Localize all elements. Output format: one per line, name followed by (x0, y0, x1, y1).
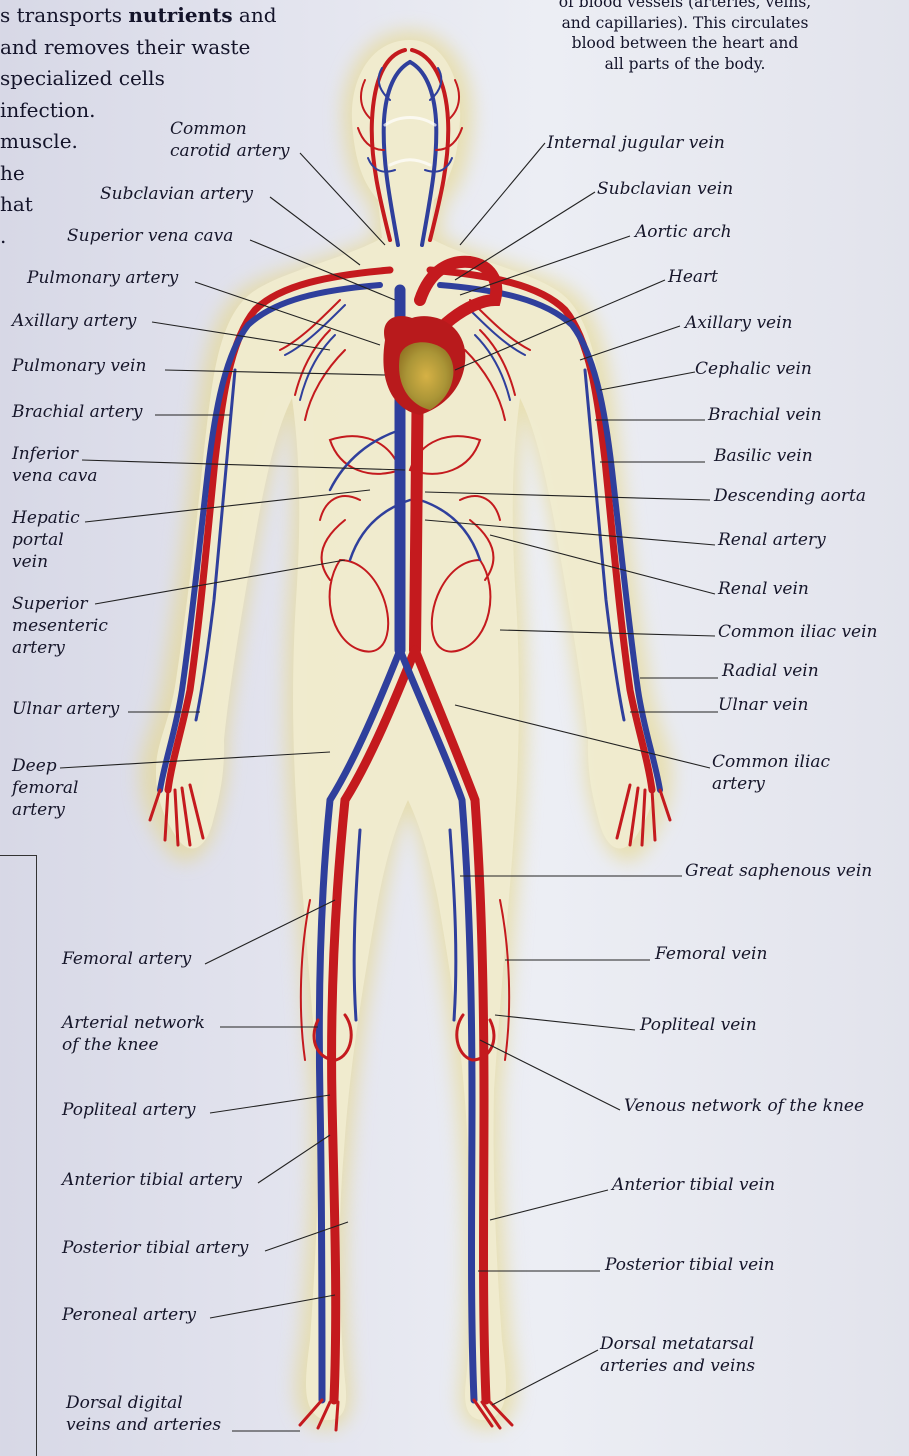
label-basilic-vein: Basilic vein (714, 445, 813, 467)
label-superior-vena-cava: Superior vena cava (67, 225, 233, 247)
label-hepatic-portal-vein: Hepatic portal vein (12, 507, 80, 573)
label-popliteal-artery: Popliteal artery (62, 1099, 196, 1121)
label-renal-vein: Renal vein (718, 578, 809, 600)
intro-bold-word: nutrients (128, 3, 232, 27)
label-heart: Heart (668, 266, 718, 288)
label-great-saphenous-vein: Great saphenous vein (685, 860, 872, 882)
label-common-iliac-artery: Common iliac artery (712, 751, 830, 795)
label-inferior-vena-cava: Inferior vena cava (12, 443, 98, 487)
label-internal-jugular-vein: Internal jugular vein (547, 132, 725, 154)
label-arterial-network-knee: Arterial network of the knee (62, 1012, 205, 1056)
label-axillary-artery: Axillary artery (12, 310, 136, 332)
label-posterior-tibial-artery: Posterior tibial artery (62, 1237, 248, 1259)
label-pulmonary-vein: Pulmonary vein (12, 355, 146, 377)
label-common-iliac-vein: Common iliac vein (718, 621, 878, 643)
label-femoral-vein: Femoral vein (655, 943, 767, 965)
label-posterior-tibial-vein: Posterior tibial vein (605, 1254, 775, 1276)
label-femoral-artery: Femoral artery (62, 948, 191, 970)
label-subclavian-vein: Subclavian vein (597, 178, 733, 200)
side-note-line-2: and capillaries). This circulates (530, 13, 840, 34)
label-peroneal-artery: Peroneal artery (62, 1304, 196, 1326)
intro-line-2: and removes their waste (0, 32, 320, 64)
side-note-line-3: blood between the heart and (530, 33, 840, 54)
label-pulmonary-artery: Pulmonary artery (27, 267, 178, 289)
label-ulnar-artery: Ulnar artery (12, 698, 119, 720)
label-aortic-arch: Aortic arch (635, 221, 732, 243)
label-brachial-artery: Brachial artery (12, 401, 143, 423)
inset-box-border (0, 855, 37, 1456)
intro-line-1: s transports nutrients and (0, 0, 320, 32)
label-anterior-tibial-vein: Anterior tibial vein (612, 1174, 775, 1196)
side-note-line-4: all parts of the body. (530, 54, 840, 75)
label-venous-network-knee: Venous network of the knee (624, 1095, 864, 1117)
side-note-text: of blood vessels (arteries, veins, and c… (530, 0, 840, 74)
label-radial-vein: Radial vein (722, 660, 819, 682)
label-descending-aorta: Descending aorta (714, 485, 866, 507)
label-common-carotid-artery: Common carotid artery (170, 118, 289, 162)
label-dorsal-metatarsal-arteries-veins: Dorsal metatarsal arteries and veins (600, 1333, 755, 1377)
label-renal-artery: Renal artery (718, 529, 826, 551)
label-deep-femoral-artery: Deep femoral artery (12, 755, 78, 821)
label-popliteal-vein: Popliteal vein (640, 1014, 757, 1036)
label-dorsal-digital-veins-arteries: Dorsal digital veins and arteries (66, 1392, 221, 1436)
label-subclavian-artery: Subclavian artery (100, 183, 253, 205)
label-anterior-tibial-artery: Anterior tibial artery (62, 1169, 242, 1191)
label-cephalic-vein: Cephalic vein (695, 358, 812, 380)
label-axillary-vein: Axillary vein (685, 312, 793, 334)
side-note-line-1: of blood vessels (arteries, veins, (530, 0, 840, 13)
label-brachial-vein: Brachial vein (708, 404, 822, 426)
intro-line-3: specialized cells (0, 63, 320, 95)
label-superior-mesenteric-artery: Superior mesenteric artery (12, 593, 108, 659)
label-ulnar-vein: Ulnar vein (718, 694, 808, 716)
